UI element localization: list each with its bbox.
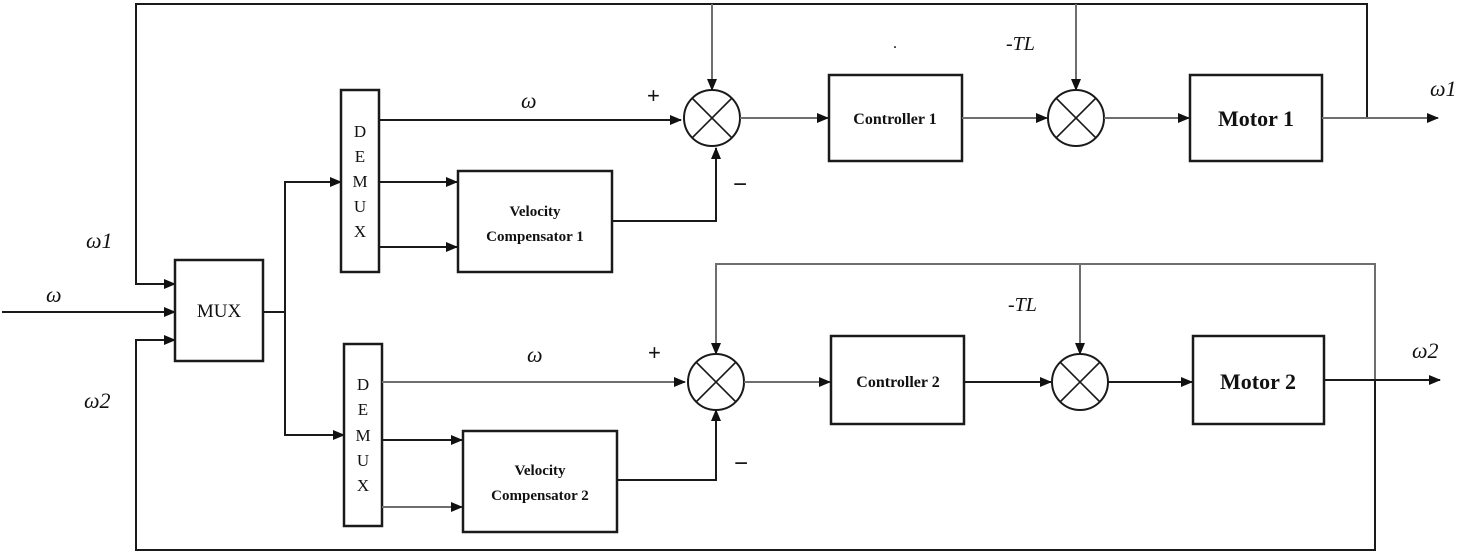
svg-text:X: X xyxy=(354,222,366,241)
svg-text:M: M xyxy=(352,172,367,191)
svg-text:E: E xyxy=(358,400,368,419)
svg-text:U: U xyxy=(357,451,369,470)
vc1-label-line1: Velocity xyxy=(509,204,561,220)
sum1-minus-sign: − xyxy=(733,171,747,198)
branch2-ref-label: ω xyxy=(527,342,543,367)
feedback-bus-2 xyxy=(711,263,1376,380)
vc2-to-sum2-wire xyxy=(617,409,721,481)
vc2-label-line2: Compensator 2 xyxy=(491,488,589,504)
mux-label: MUX xyxy=(197,301,242,322)
velocity-compensator-2[interactable] xyxy=(461,429,619,534)
disturbance-junction-2 xyxy=(1051,353,1109,411)
mux-block[interactable] xyxy=(173,258,265,363)
demux-2-letters: D E M U X xyxy=(355,375,370,495)
controller-1-label: Controller 1 xyxy=(853,111,936,128)
svg-text:U: U xyxy=(354,197,366,216)
sum1-plus-sign: + xyxy=(647,83,660,108)
disturbance-junction-1 xyxy=(1047,89,1105,147)
output-label-w1: ω1 xyxy=(1430,76,1457,101)
controller-2-label: Controller 2 xyxy=(856,374,939,391)
vc2-label-line1: Velocity xyxy=(514,463,566,479)
svg-text:E: E xyxy=(355,147,365,166)
svg-text:D: D xyxy=(354,122,366,141)
feedback-wire-w1 xyxy=(135,3,1368,289)
svg-text:D: D xyxy=(357,375,369,394)
feedback-wire-w2 xyxy=(135,335,1376,551)
disturbance-2-label: -TL xyxy=(1008,294,1037,316)
input-label: ω xyxy=(46,282,62,307)
controller-1-dot: . xyxy=(893,35,897,52)
velocity-compensator-1[interactable] xyxy=(456,169,614,274)
vc1-to-sum1-wire xyxy=(612,147,721,222)
feedback-label-w1: ω1 xyxy=(86,228,113,253)
feedback-label-w2: ω2 xyxy=(84,388,111,413)
sum2-minus-sign: − xyxy=(734,450,748,477)
summing-junction-2 xyxy=(687,353,745,411)
controller-1-block[interactable] xyxy=(827,73,964,163)
motor-2-label: Motor 2 xyxy=(1220,369,1296,394)
demux-2-block[interactable] xyxy=(342,342,384,528)
vc1-label-line2: Compensator 1 xyxy=(486,229,584,245)
disturbance-1-label: -TL xyxy=(1006,33,1035,55)
svg-text:X: X xyxy=(357,476,369,495)
branch1-ref-label: ω xyxy=(521,88,537,113)
mux-to-demux1-wire xyxy=(284,177,342,312)
controller-2-block[interactable] xyxy=(829,334,966,426)
motor-1-label: Motor 1 xyxy=(1218,106,1294,131)
output-label-w2: ω2 xyxy=(1412,338,1439,363)
sum2-plus-sign: + xyxy=(648,340,661,365)
motor-1-block[interactable] xyxy=(1188,73,1324,163)
demux-1-letters: D E M U X xyxy=(352,122,367,241)
summing-junction-1 xyxy=(683,89,741,147)
svg-text:M: M xyxy=(355,426,370,445)
motor-2-block[interactable] xyxy=(1191,334,1326,426)
mux-to-demux2-wire xyxy=(284,312,345,440)
